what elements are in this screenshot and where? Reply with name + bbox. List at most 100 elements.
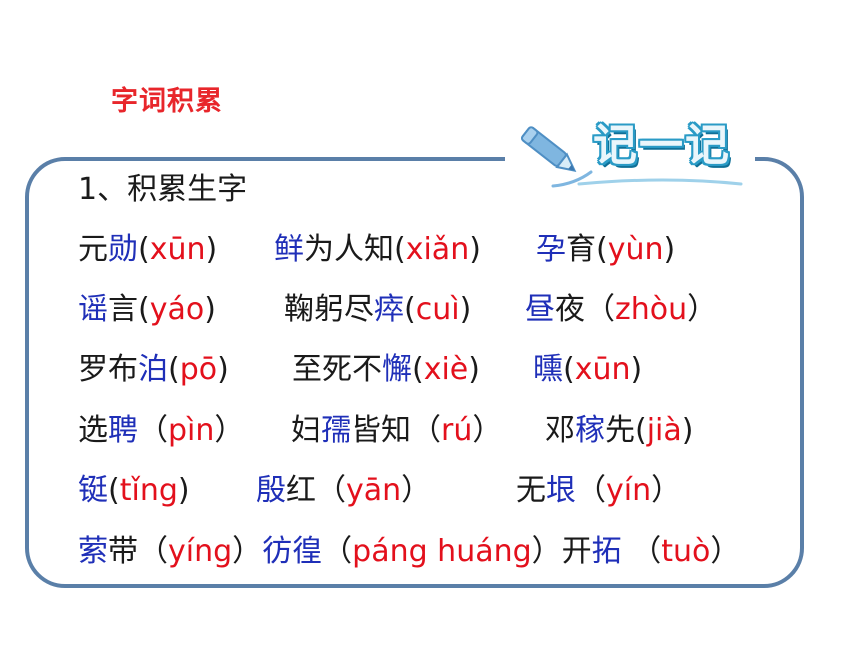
- vocab-text: ）: [531, 534, 562, 569]
- pinyin: xiè: [423, 352, 469, 387]
- target-char: 铤: [78, 473, 108, 508]
- vocab-text: ）: [687, 292, 718, 327]
- target-char: 鲜: [274, 232, 304, 267]
- vocab-text: ): [681, 413, 694, 448]
- target-char: 懈: [382, 352, 412, 387]
- target-char: 昼: [525, 292, 555, 327]
- pinyin: cuì: [415, 292, 460, 327]
- target-char: 彷徨: [262, 534, 323, 569]
- target-char: 孕: [536, 232, 566, 267]
- target-char: 谣: [78, 292, 108, 327]
- pinyin: tuò: [661, 534, 711, 569]
- vocab-text: ）: [651, 473, 682, 508]
- vocab-item: 鞠躬尽瘁(cuì): [284, 288, 471, 332]
- pinyin: yíng: [168, 534, 233, 569]
- pinyin: yùn: [607, 232, 664, 267]
- vocab-text: ）: [214, 413, 245, 448]
- target-char: 勋: [108, 232, 138, 267]
- banner-text: 记一记: [593, 120, 731, 171]
- vocab-text: 夜（: [555, 292, 615, 327]
- vocab-item: 罗布泊(pō): [78, 348, 229, 392]
- vocab-item: 谣言(yáo): [78, 288, 216, 332]
- pinyin: jià: [646, 413, 682, 448]
- vocab-text: ): [469, 232, 481, 267]
- pinyin: xiǎn: [405, 232, 470, 267]
- pinyin: tǐng: [119, 473, 178, 508]
- vocab-text: 至死不: [292, 352, 382, 387]
- vocab-text: （: [322, 534, 353, 569]
- section-title: 字词积累: [111, 86, 223, 117]
- vocab-text: ）: [401, 473, 432, 508]
- target-char: 聘: [108, 413, 138, 448]
- vocab-text: 带（: [108, 534, 168, 569]
- vocab-text: ): [217, 352, 229, 387]
- vocab-text: 皆知（: [351, 413, 441, 448]
- vocab-text: 言(: [108, 292, 150, 327]
- vocab-text: ）: [710, 534, 741, 569]
- vocab-text: ): [630, 352, 643, 387]
- vocab-text: ): [468, 352, 480, 387]
- vocab-text: ): [205, 232, 218, 267]
- vocab-item: 无垠（yín）: [516, 469, 681, 513]
- vocab-text: ): [204, 292, 216, 327]
- vocab-text: 红（: [286, 473, 346, 508]
- vocab-text: （: [621, 534, 662, 569]
- vocab-text: 育(: [566, 232, 608, 267]
- vocab-item: 邓稼先(jià): [545, 409, 694, 453]
- vocab-text: ): [663, 232, 676, 267]
- vocab-text: 选: [78, 413, 108, 448]
- pinyin: yáo: [149, 292, 205, 327]
- vocab-text: 邓: [545, 413, 575, 448]
- pinyin: yín: [606, 473, 652, 508]
- card: [25, 157, 804, 588]
- vocab-text: ）: [232, 534, 263, 569]
- vocab-text: (: [404, 292, 416, 327]
- vocab-item: 选聘（pìn）: [78, 409, 244, 453]
- pinyin: xūn: [574, 352, 631, 387]
- vocab-text: (: [412, 352, 424, 387]
- target-char: 萦: [78, 534, 108, 569]
- pinyin: xūn: [149, 232, 206, 267]
- pencil-icon: [521, 126, 593, 188]
- vocab-item: 昼夜（zhòu）: [525, 288, 717, 332]
- vocab-text: （: [576, 473, 606, 508]
- pinyin: zhòu: [615, 292, 688, 327]
- vocab-text: (: [168, 352, 180, 387]
- vocab-text: ): [177, 473, 190, 508]
- vocab-text: （: [138, 413, 168, 448]
- target-char: 孺: [321, 413, 351, 448]
- pinyin: pìn: [168, 413, 215, 448]
- vocab-text: (: [563, 352, 575, 387]
- vocab-text: ）: [472, 413, 503, 448]
- pinyin: rú: [441, 413, 473, 448]
- vocab-text: 鞠躬尽: [284, 292, 374, 327]
- target-char: 殷: [256, 473, 286, 508]
- vocab-item: 铤(tǐng): [78, 469, 190, 513]
- pinyin: páng huáng: [352, 534, 532, 569]
- banner: 记一记: [505, 110, 755, 192]
- pinyin: yān: [346, 473, 402, 508]
- vocab-text: ): [459, 292, 472, 327]
- vocab-item: 殷红（yān）: [256, 469, 431, 513]
- vocab-item: 至死不懈(xiè): [292, 348, 480, 392]
- target-char: 瘁: [374, 292, 404, 327]
- vocab-text: 无: [516, 473, 546, 508]
- target-char: 垠: [546, 473, 576, 508]
- vocab-item: 元勋(xūn): [78, 228, 217, 272]
- pinyin: pō: [179, 352, 218, 387]
- target-char: 泊: [138, 352, 168, 387]
- vocab-item: 萦带（yíng）彷徨（páng huáng）开拓 （tuò）: [78, 530, 740, 574]
- vocab-text: 罗布: [78, 352, 138, 387]
- vocab-item: 妇孺皆知（rú）: [291, 409, 502, 453]
- vocab-text: 先(: [605, 413, 647, 448]
- card-heading: 1、积累生字: [78, 172, 248, 207]
- vocab-text: 元: [78, 232, 108, 267]
- target-char: 稼: [575, 413, 605, 448]
- target-char: 曛: [533, 352, 563, 387]
- vocab-text: 妇: [291, 413, 321, 448]
- vocab-item: 曛(xūn): [533, 348, 642, 392]
- vocab-text: (: [108, 473, 120, 508]
- vocab-text: 为人知(: [304, 232, 406, 267]
- vocab-item: 孕育(yùn): [536, 228, 675, 272]
- vocab-item: 鲜为人知(xiǎn): [274, 228, 481, 272]
